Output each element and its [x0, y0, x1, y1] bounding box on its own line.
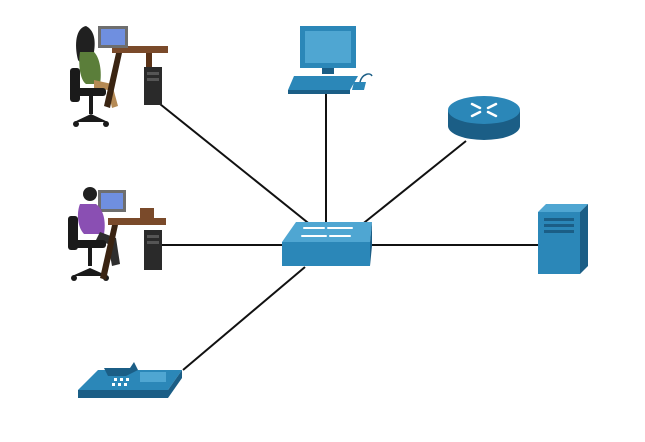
server-icon: [538, 204, 588, 274]
ip-phone-icon: [78, 362, 182, 398]
desktop-computer-icon: [288, 26, 373, 94]
link-ip-phone-switch: [182, 266, 306, 371]
switch-icon: [282, 222, 372, 266]
router-icon: [448, 96, 520, 140]
person-at-desktop-icon: [70, 26, 168, 127]
link-router-switch: [359, 140, 467, 227]
link-workstation-top-left-switch: [154, 99, 313, 227]
links: [154, 93, 540, 371]
person-at-desktop-icon: [68, 187, 166, 281]
